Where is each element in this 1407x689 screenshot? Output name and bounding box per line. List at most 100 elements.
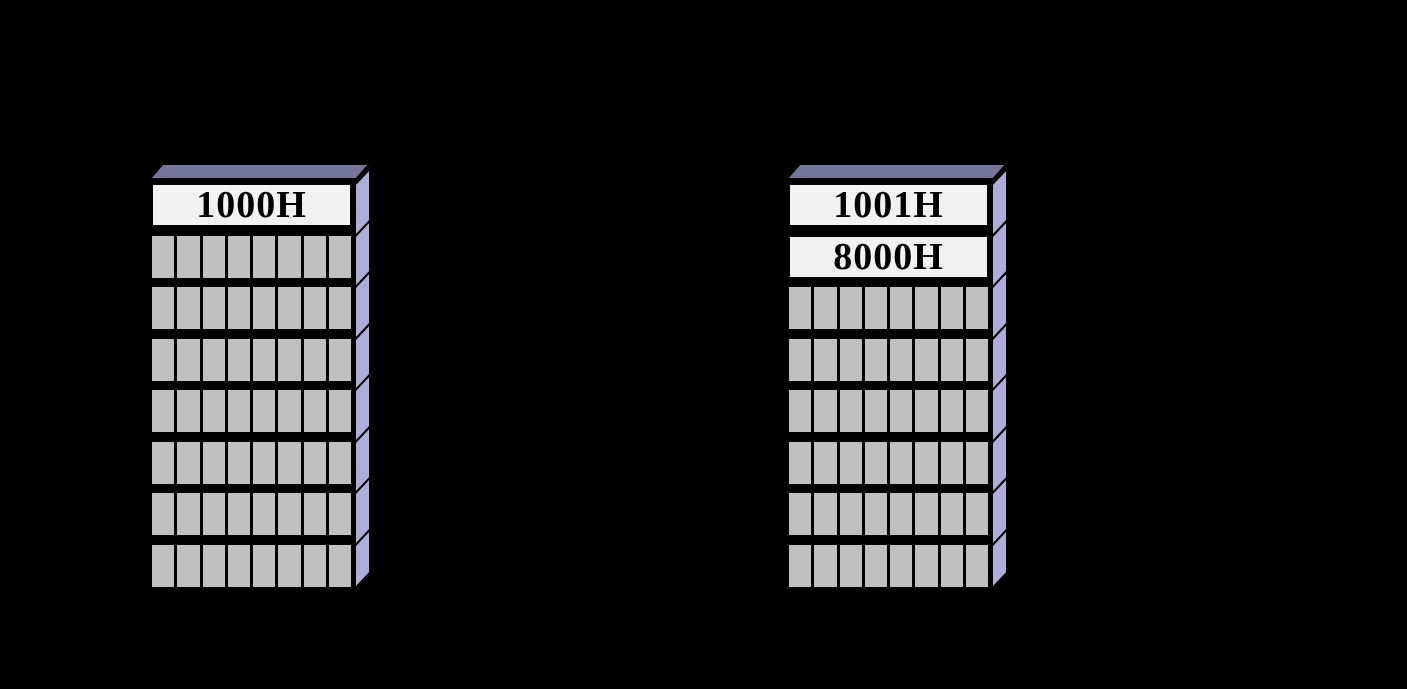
memory-cell	[940, 287, 963, 329]
memory-cell	[202, 441, 225, 484]
memory-cell	[965, 441, 988, 484]
memory-cell	[965, 287, 988, 329]
memory-cell	[253, 493, 276, 535]
memory-cell	[278, 287, 301, 329]
memory-cell	[864, 493, 887, 535]
memory-cell	[227, 544, 250, 587]
memory-cell	[177, 235, 200, 278]
memory-row	[150, 491, 353, 537]
memory-cell	[303, 287, 326, 329]
memory-cell	[890, 287, 913, 329]
memory-cell	[814, 441, 837, 484]
memory-cell	[814, 390, 837, 432]
memory-cell	[253, 235, 276, 278]
memory-cell	[864, 544, 887, 587]
memory-cell	[152, 287, 175, 329]
memory-cell	[915, 338, 938, 381]
memory-cell	[227, 287, 250, 329]
memory-cell	[303, 338, 326, 381]
memory-cell	[814, 544, 837, 587]
memory-cell	[839, 493, 862, 535]
memory-cell	[789, 338, 812, 381]
memory-cell	[789, 287, 812, 329]
memory-cell	[278, 235, 301, 278]
memory-cell	[839, 338, 862, 381]
memory-cell	[253, 390, 276, 432]
memory-cell	[202, 390, 225, 432]
memory-cell	[940, 544, 963, 587]
memory-cell	[303, 390, 326, 432]
stack-top-face	[785, 163, 1008, 180]
memory-cell	[915, 493, 938, 535]
memory-cell	[303, 235, 326, 278]
memory-cell	[253, 441, 276, 484]
memory-cell	[940, 338, 963, 381]
memory-stack-left: 1000H	[148, 163, 374, 589]
memory-cell	[227, 441, 250, 484]
memory-stack-right: 1001H 8000H	[785, 163, 1011, 589]
memory-cell	[202, 287, 225, 329]
memory-cell	[965, 338, 988, 381]
memory-cell	[202, 338, 225, 381]
address-cell: 8000H	[787, 233, 990, 280]
memory-row	[787, 336, 990, 383]
memory-cell	[789, 441, 812, 484]
memory-cell	[789, 544, 812, 587]
memory-cell	[890, 544, 913, 587]
memory-cell	[328, 287, 351, 329]
memory-cell	[890, 390, 913, 432]
memory-cell	[202, 544, 225, 587]
address-cell: 1001H	[787, 182, 990, 228]
memory-cell	[278, 338, 301, 381]
memory-row	[150, 542, 353, 589]
memory-cell	[839, 390, 862, 432]
memory-row	[787, 285, 990, 331]
memory-cell	[864, 441, 887, 484]
memory-cell	[278, 493, 301, 535]
memory-cell	[328, 544, 351, 587]
memory-cell	[177, 287, 200, 329]
memory-cell	[328, 235, 351, 278]
memory-cell	[940, 441, 963, 484]
memory-cell	[789, 493, 812, 535]
memory-cell	[915, 544, 938, 587]
memory-cell	[814, 493, 837, 535]
memory-row	[150, 336, 353, 383]
memory-cell	[152, 493, 175, 535]
memory-cell	[303, 544, 326, 587]
memory-row	[787, 542, 990, 589]
memory-cell	[177, 390, 200, 432]
memory-cell	[839, 544, 862, 587]
memory-cell	[965, 493, 988, 535]
memory-cell	[227, 390, 250, 432]
memory-cell	[303, 493, 326, 535]
memory-cell	[152, 390, 175, 432]
memory-row	[150, 233, 353, 280]
memory-cell	[328, 441, 351, 484]
memory-cell	[278, 390, 301, 432]
memory-cell	[227, 235, 250, 278]
memory-cell	[940, 493, 963, 535]
memory-cell	[177, 338, 200, 381]
memory-cell	[915, 441, 938, 484]
memory-cell	[814, 287, 837, 329]
memory-cell	[965, 390, 988, 432]
memory-cell	[303, 441, 326, 484]
memory-cell	[839, 287, 862, 329]
memory-cell	[177, 441, 200, 484]
stack-top-face	[148, 163, 371, 180]
memory-cell	[940, 390, 963, 432]
memory-cell	[864, 287, 887, 329]
memory-cell	[814, 338, 837, 381]
memory-cell	[278, 441, 301, 484]
memory-cell	[202, 493, 225, 535]
memory-row	[787, 491, 990, 537]
memory-cell	[152, 338, 175, 381]
memory-cell	[864, 390, 887, 432]
memory-cell	[915, 287, 938, 329]
memory-cell	[177, 493, 200, 535]
memory-cell	[890, 441, 913, 484]
memory-cell	[915, 390, 938, 432]
memory-row	[150, 388, 353, 434]
